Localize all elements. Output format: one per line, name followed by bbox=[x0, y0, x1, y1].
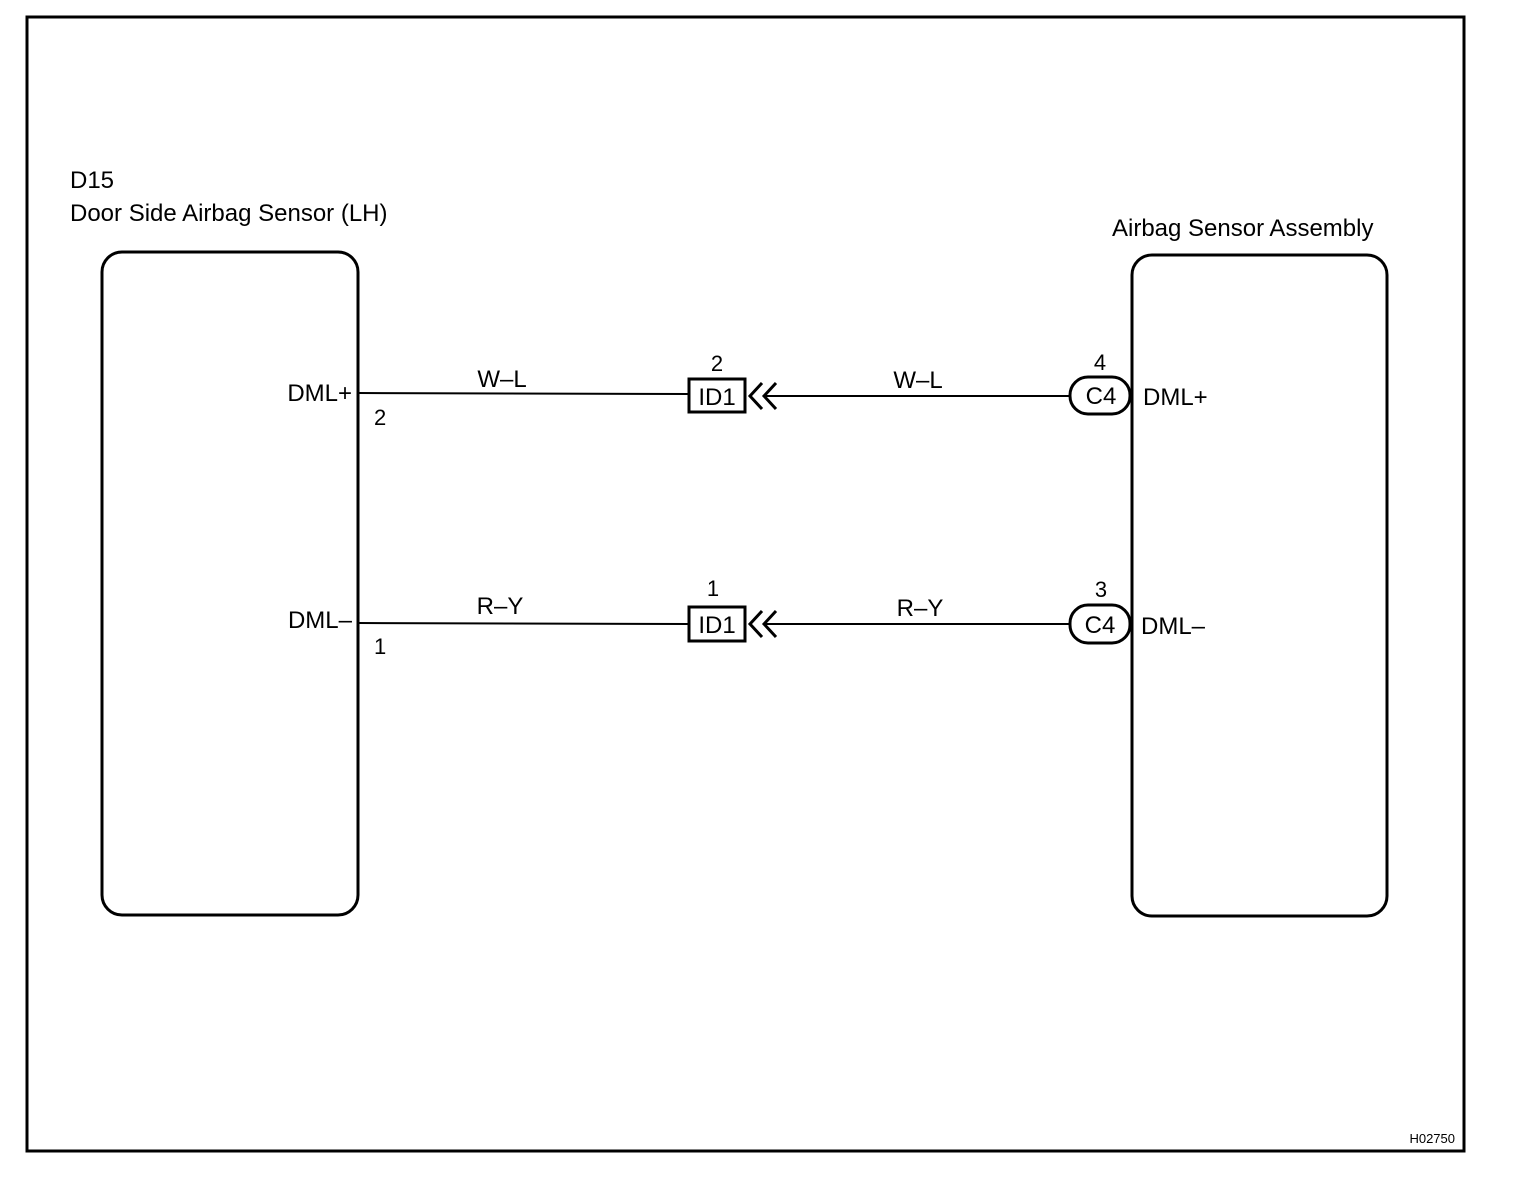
right-connector-c4: C4 bbox=[1085, 612, 1116, 639]
junction-pin-1: 1 bbox=[707, 576, 719, 601]
junction-pin-2: 2 bbox=[711, 351, 723, 376]
wire-color-right-w-l: W–L bbox=[893, 367, 942, 394]
right-component-box bbox=[1130, 253, 1389, 918]
junction-connector-id1: ID1 bbox=[698, 384, 735, 411]
diagram-frame bbox=[25, 15, 1466, 1153]
left-component-name: Door Side Airbag Sensor (LH) bbox=[70, 200, 387, 227]
right-terminal-pin-4: 4 bbox=[1094, 350, 1106, 375]
junction-connector-box bbox=[687, 377, 747, 414]
left-component-box bbox=[100, 250, 360, 917]
right-component-name: Airbag Sensor Assembly bbox=[1112, 215, 1373, 242]
right-connector-c4: C4 bbox=[1086, 383, 1117, 410]
right-terminal-label-dml-minus: DML– bbox=[1141, 613, 1206, 640]
right-terminal-label-dml-plus: DML+ bbox=[1143, 384, 1208, 411]
left-terminal-pin-2: 2 bbox=[374, 405, 386, 430]
connector-arrow-icon bbox=[747, 609, 764, 639]
left-terminal-label-dml-plus: DML+ bbox=[287, 380, 352, 407]
wire-segment-left-r-y bbox=[357, 622, 690, 625]
left-terminal-label-dml-minus: DML– bbox=[288, 607, 353, 634]
wire-color-left-w-l: W–L bbox=[477, 366, 526, 393]
left-component-code: D15 bbox=[70, 167, 114, 194]
wire-segment-left-w-l bbox=[357, 392, 690, 395]
figure-code: H02750 bbox=[1409, 1131, 1455, 1146]
right-connector-c4-box bbox=[1068, 375, 1132, 416]
wire-color-left-r-y: R–Y bbox=[477, 593, 524, 620]
connector-arrow-icon bbox=[747, 381, 764, 411]
right-terminal-pin-3: 3 bbox=[1095, 577, 1107, 602]
wire-color-right-r-y: R–Y bbox=[897, 595, 944, 622]
left-terminal-pin-1: 1 bbox=[374, 634, 386, 659]
junction-connector-id1: ID1 bbox=[698, 612, 735, 639]
right-connector-c4-box bbox=[1068, 603, 1132, 645]
junction-connector-box bbox=[687, 605, 747, 643]
